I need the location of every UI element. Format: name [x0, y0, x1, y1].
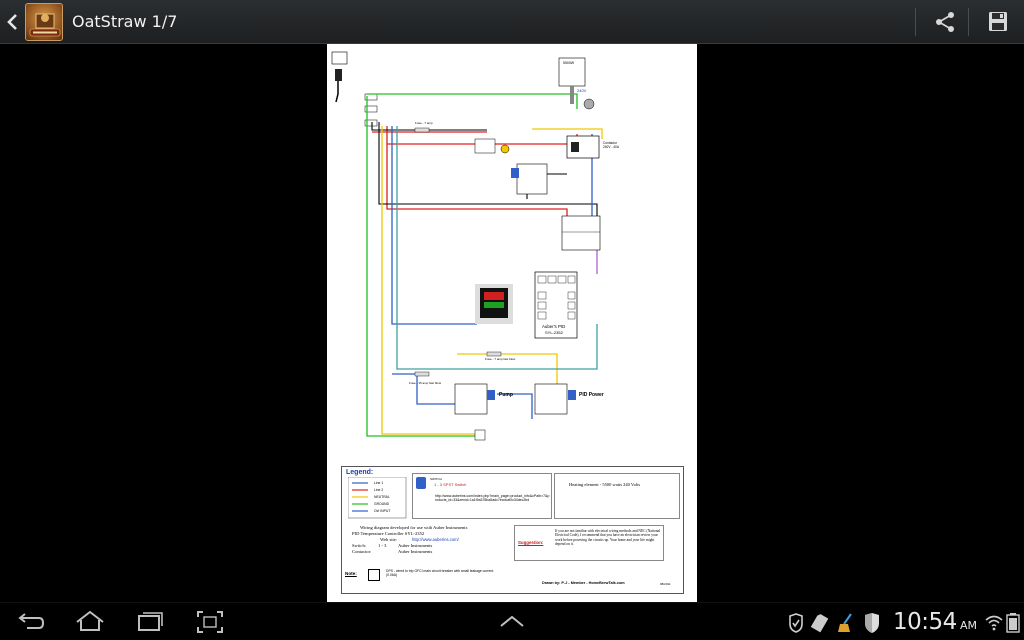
switch-range: 1 - 3: [378, 543, 387, 548]
developed-text: Wiring diagram developed for use with Au…: [360, 525, 468, 530]
suggestion-box: Suggestion: If you are not familiar with…: [514, 525, 664, 561]
legend-panel: Legend: Line 1 Line 2 NEUTRAL GROUND Ctr…: [341, 466, 684, 594]
legend-ctrl-input: Ctrl INPUT: [374, 509, 391, 513]
contactor-spec: 240V - 40A: [603, 145, 620, 149]
pid-model: SYL-2352: [545, 330, 564, 335]
clock-time: 10:54: [893, 609, 957, 635]
back-icon[interactable]: [13, 608, 47, 636]
fuse-label-3: Fuse - 15 amp fast blow: [409, 381, 442, 385]
dps-note-icon: [368, 569, 380, 581]
drawn-by: Drawn by: P-J - Member - HomeBrewTalk.co…: [542, 581, 625, 585]
switch-title: SWITCH: [430, 477, 442, 481]
legend-title: Legend:: [346, 469, 374, 476]
chevron-up-icon[interactable]: [495, 608, 529, 636]
plug-icon: [335, 69, 342, 81]
switch-legend-box: SWITCH 1 - 3 SPST Switch http://www.aube…: [412, 473, 552, 519]
wifi-icon: [985, 615, 1003, 631]
contactor-legend-label: Contactor:: [352, 549, 372, 554]
element-label: 5500W: [563, 61, 575, 65]
back-chevron-icon[interactable]: [5, 12, 19, 32]
action-bar: OatStraw 1/7: [0, 0, 1024, 44]
pump-switch-icon: [454, 383, 488, 415]
legend-neutral: NEUTRAL: [374, 495, 390, 499]
heating-element-text: Heating element - 5500 watts 240 Volts: [569, 482, 641, 487]
website-link[interactable]: http://www.auberins.com/: [412, 537, 459, 542]
pid-power-label: PID Power: [579, 392, 604, 398]
app-title: OatStraw 1/7: [72, 12, 178, 31]
app-logo-icon[interactable]: [25, 3, 63, 41]
actionbar-divider: [968, 8, 969, 36]
legend-line-1: Line 1: [374, 481, 384, 485]
legend-ground: GROUND: [374, 502, 390, 506]
fuse-label-2: Fuse - 7 amp fast blow: [485, 357, 516, 361]
note-label: Note:: [345, 571, 357, 576]
contactor-label: Contactor: [603, 141, 618, 145]
note-text: DPS - wired to trip GFCI main circuit br…: [386, 569, 495, 578]
switch-label: Switch:: [352, 543, 367, 548]
pid-label: Auber's PID: [542, 324, 565, 329]
dps-switch-icon: [474, 138, 496, 154]
switch-icon: [416, 477, 426, 489]
system-navigation-bar: 10:54 AM: [0, 602, 1024, 640]
pid-controller-text: PID Temperature Controller SYL-2352: [352, 531, 425, 536]
heating-element-legend-box: Heating element - 5500 watts 240 Volts: [554, 473, 680, 519]
wiring-diagram-page[interactable]: 5500W 240V Contactor 240V - 40A Auber's …: [327, 44, 697, 602]
legend-swatches: [348, 477, 407, 519]
battery-icon: [1006, 613, 1020, 633]
share-icon[interactable]: [930, 8, 960, 36]
outlet-icon: [474, 429, 486, 441]
shield-icon: [865, 613, 879, 633]
pump-label: Pump: [499, 392, 513, 398]
screenshot-icon[interactable]: [193, 608, 227, 636]
home-icon[interactable]: [73, 608, 107, 636]
suggestion-text: If you are not familiar with electrical …: [555, 529, 661, 547]
usb-debug-icon: [789, 613, 803, 633]
element-volts-label: 240V: [577, 88, 587, 93]
save-icon[interactable]: [983, 8, 1013, 36]
wiring-diagram: 5500W 240V Contactor 240V - 40A Auber's …: [331, 51, 620, 441]
fuse-label: Fuse - 7 amp: [415, 121, 433, 125]
contactor-brand: Auber Instruments: [398, 549, 433, 554]
recent-apps-icon[interactable]: [133, 608, 167, 636]
switch-3-icon: [516, 163, 548, 195]
sd-card-icon: [810, 614, 829, 633]
heating-element-icon: [558, 57, 586, 87]
pid-power-switch-icon: [534, 383, 568, 415]
switch-desc: 1 - 3 SPST Switch: [434, 482, 467, 487]
website-label: Web site:: [380, 537, 398, 542]
switch-brand: Auber Instruments: [398, 543, 433, 548]
ssr-relay-icon: [561, 215, 601, 251]
suggestion-label: Suggestion:: [518, 540, 544, 545]
clock-ampm: AM: [960, 619, 978, 632]
drawn-date: 08/2011: [660, 582, 671, 586]
cleaner-icon: [838, 613, 852, 632]
inlet-box: [331, 51, 348, 65]
contactor-icon: [566, 135, 600, 159]
legend-line-2: Line 2: [374, 488, 384, 492]
switch-url: http://www.auberins.com/index.php?main_p…: [435, 494, 550, 502]
actionbar-divider: [915, 8, 916, 36]
